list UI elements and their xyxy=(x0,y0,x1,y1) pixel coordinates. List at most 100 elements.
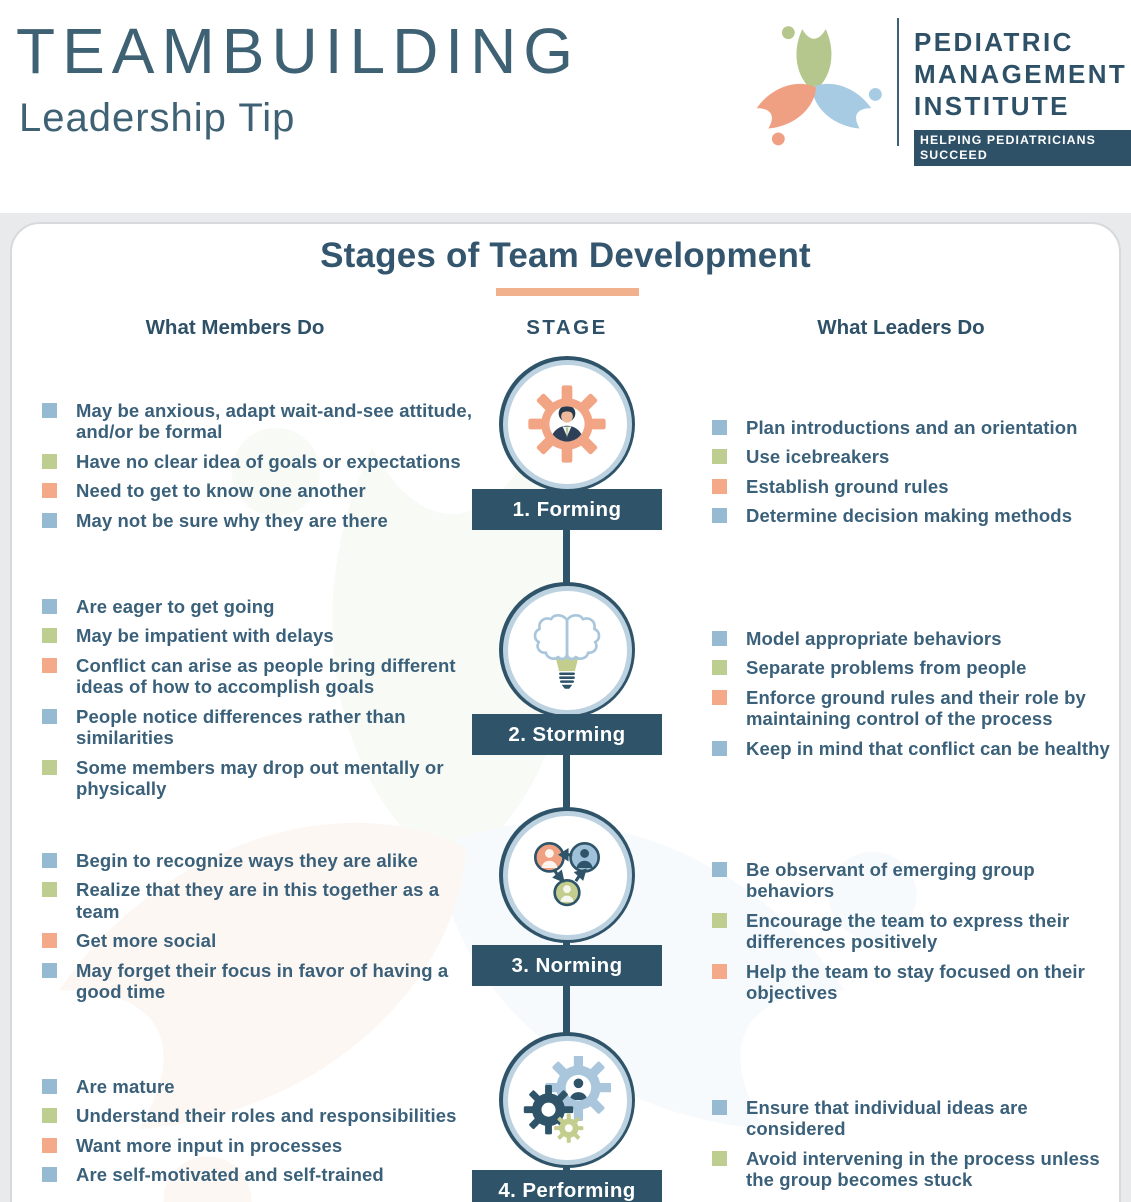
members-list-forming: May be anxious, adapt wait-and-see attit… xyxy=(42,400,480,531)
list-item: May be anxious, adapt wait-and-see attit… xyxy=(42,400,480,443)
item-text: Plan introductions and an orientation xyxy=(746,417,1078,438)
list-item: May be impatient with delays xyxy=(42,625,480,646)
item-text: Are eager to get going xyxy=(76,596,275,617)
item-text: May not be sure why they are there xyxy=(76,509,388,531)
list-item: Enforce ground rules and their role by m… xyxy=(712,686,1119,730)
list-item: Help the team to stay focused on their o… xyxy=(712,960,1119,1004)
logo-divider xyxy=(897,18,899,146)
list-item: Some members may drop out mentally or ph… xyxy=(42,757,480,800)
bullet-square xyxy=(712,912,727,928)
bullet-square xyxy=(42,1167,57,1183)
item-text: Have no clear idea of goals or expectati… xyxy=(76,450,461,472)
item-text: Enforce ground rules and their role by m… xyxy=(746,686,1086,730)
list-item: Avoid intervening in the process unless … xyxy=(712,1147,1119,1191)
item-text: Want more input in processes xyxy=(76,1134,343,1156)
item-text: Use icebreakers xyxy=(746,446,890,468)
page-title: TEAMBUILDING xyxy=(16,15,581,87)
bullet-square xyxy=(42,759,57,775)
performing-gears-icon xyxy=(523,1056,611,1143)
forming-gear-person-icon xyxy=(528,385,606,463)
list-item: Be observant of emerging group behaviors xyxy=(712,859,1119,902)
item-text: Help the team to stay focused on their o… xyxy=(746,960,1085,1004)
bullet-square xyxy=(712,689,727,705)
column-header-leaders: What Leaders Do xyxy=(817,316,985,339)
list-item: May not be sure why they are there xyxy=(42,510,480,531)
item-text: Ensure that individual ideas are conside… xyxy=(746,1097,1028,1140)
item-text: Determine decision making methods xyxy=(746,505,1073,527)
item-text: Understand their roles and responsibilit… xyxy=(76,1105,457,1127)
list-item: Separate problems from people xyxy=(712,657,1119,679)
members-list-norming: Begin to recognize ways they are alike R… xyxy=(42,850,480,1003)
list-item: Are self-motivated and self-trained xyxy=(42,1164,480,1185)
bullet-square xyxy=(42,1108,57,1124)
bullet-square xyxy=(712,478,727,494)
bullet-square xyxy=(42,962,57,978)
item-text: Be observant of emerging group behaviors xyxy=(746,859,1035,902)
list-item: Model appropriate behaviors xyxy=(712,628,1119,649)
item-text: Are self-motivated and self-trained xyxy=(76,1164,384,1186)
bullet-square xyxy=(712,420,727,435)
list-item: Realize that they are in this together a… xyxy=(42,879,480,922)
item-text: May forget their focus in favor of havin… xyxy=(76,959,449,1003)
bullet-square xyxy=(712,449,727,465)
column-header-members: What Members Do xyxy=(145,316,325,339)
stage-label-norming: 3. Norming xyxy=(472,945,662,986)
list-item: Are eager to get going xyxy=(42,596,480,617)
bullet-square xyxy=(712,862,727,877)
bullet-square xyxy=(42,1137,57,1153)
members-list-storming: Are eager to get going May be impatient … xyxy=(42,596,480,800)
bullet-square xyxy=(712,740,727,756)
stage-circle-performing xyxy=(499,1032,635,1168)
stage-label-performing: 4. Performing xyxy=(472,1170,662,1202)
logo-tagline: HELPING PEDIATRICIANS SUCCEED xyxy=(914,129,1131,167)
column-header-stage: STAGE xyxy=(526,316,608,339)
item-text: Need to get to know one another xyxy=(76,480,366,502)
item-text: Conflict can arise as people bring diffe… xyxy=(76,654,456,698)
item-text: May be anxious, adapt wait-and-see attit… xyxy=(76,400,473,443)
list-item: Get more social xyxy=(42,930,480,951)
list-item: Are mature xyxy=(42,1076,480,1097)
panel-title: Stages of Team Development xyxy=(320,236,811,275)
list-item: Understand their roles and responsibilit… xyxy=(42,1105,480,1126)
list-item: Ensure that individual ideas are conside… xyxy=(712,1097,1119,1140)
item-text: Some members may drop out mentally or ph… xyxy=(76,756,444,800)
item-text: May be impatient with delays xyxy=(76,625,334,647)
bullet-square xyxy=(42,1079,57,1094)
bullet-square xyxy=(712,963,727,979)
list-item: Encourage the team to express their diff… xyxy=(712,909,1119,953)
bullet-square xyxy=(42,512,57,528)
bullet-square xyxy=(42,882,57,898)
item-text: Avoid intervening in the process unless … xyxy=(746,1147,1100,1191)
list-item: Use icebreakers xyxy=(712,446,1119,468)
stage-label-storming: 2. Storming xyxy=(472,714,662,755)
bullet-square xyxy=(712,631,727,646)
list-item: Have no clear idea of goals or expectati… xyxy=(42,451,480,472)
members-list-performing: Are mature Understand their roles and re… xyxy=(42,1076,480,1186)
list-item: Begin to recognize ways they are alike xyxy=(42,850,480,871)
item-text: Establish ground rules xyxy=(746,475,949,497)
list-item: Need to get to know one another xyxy=(42,480,480,501)
stage-circle-forming xyxy=(499,356,635,492)
bullet-square xyxy=(42,599,57,614)
list-item: Plan introductions and an orientation xyxy=(712,417,1119,438)
bullet-square xyxy=(42,933,57,949)
list-item: Keep in mind that conflict can be health… xyxy=(712,738,1119,759)
storming-brain-bulb-icon xyxy=(533,614,601,689)
stages-panel: Stages of Team Development What Members … xyxy=(10,222,1121,1202)
bullet-square xyxy=(712,1150,727,1166)
item-text: Separate problems from people xyxy=(746,657,1027,679)
bullet-square xyxy=(42,657,57,673)
list-item: Conflict can arise as people bring diffe… xyxy=(42,655,480,698)
stage-circle-norming xyxy=(499,807,635,943)
bullet-square xyxy=(42,453,57,469)
item-text: Encourage the team to express their diff… xyxy=(746,909,1070,953)
logo-line: MANAGEMENT xyxy=(914,59,1128,90)
item-text: Realize that they are in this together a… xyxy=(76,879,440,922)
leaders-list-norming: Be observant of emerging group behaviors… xyxy=(712,859,1119,1004)
stage-label-forming: 1. Forming xyxy=(472,489,662,530)
bullet-square xyxy=(42,853,57,868)
item-text: People notice differences rather than si… xyxy=(76,705,406,749)
norming-people-cycle-icon xyxy=(534,842,600,907)
item-text: Are mature xyxy=(76,1076,175,1097)
